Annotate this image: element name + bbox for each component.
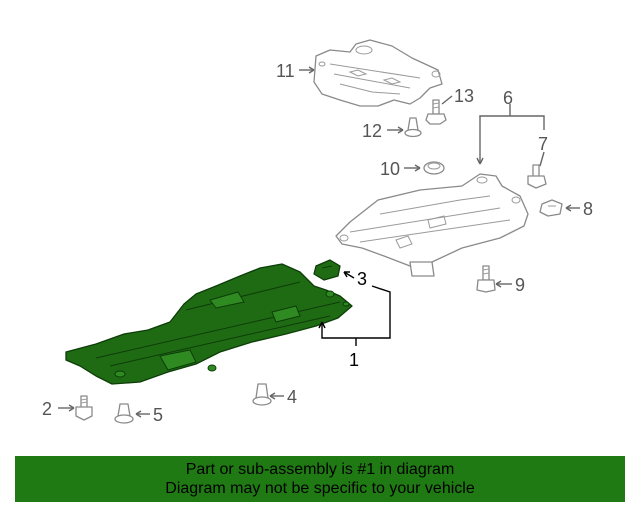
part-5-clip[interactable] xyxy=(114,403,134,424)
part-1-under-cover[interactable] xyxy=(65,263,353,385)
part-2-bolt[interactable] xyxy=(75,395,93,421)
callout-3: 3 xyxy=(357,269,367,289)
callout-5: 5 xyxy=(153,405,163,425)
part-4-clip[interactable] xyxy=(252,383,272,406)
leader-lines xyxy=(58,66,580,418)
callout-12: 12 xyxy=(362,121,382,141)
callout-1: 1 xyxy=(349,350,359,370)
part-8-clip[interactable] xyxy=(539,199,563,217)
callout-9: 9 xyxy=(515,275,525,295)
banner-line-2: Diagram may not be specific to your vehi… xyxy=(165,480,475,497)
info-banner: Part or sub-assembly is #1 in diagram Di… xyxy=(15,456,625,502)
part-9-bolt[interactable] xyxy=(476,265,496,293)
part-11-front-cover[interactable] xyxy=(313,39,443,107)
part-12-clip[interactable] xyxy=(404,117,422,138)
callout-6: 6 xyxy=(503,88,513,108)
callout-4: 4 xyxy=(287,387,297,407)
part-10-nut[interactable] xyxy=(423,161,445,175)
callout-8: 8 xyxy=(583,199,593,219)
callout-13: 13 xyxy=(454,86,474,106)
part-3-bracket[interactable] xyxy=(313,259,341,281)
part-7-bolt[interactable] xyxy=(527,164,547,189)
callout-2: 2 xyxy=(42,399,52,419)
parts-diagram: 11 13 12 10 6 7 8 9 3 1 2 5 4 xyxy=(42,39,593,425)
banner-line-1: Part or sub-assembly is #1 in diagram xyxy=(185,461,455,478)
callout-10: 10 xyxy=(380,159,400,179)
callout-11: 11 xyxy=(276,61,295,81)
part-6-rear-cover[interactable] xyxy=(335,173,529,277)
callout-7: 7 xyxy=(538,134,548,154)
part-13-bolt[interactable] xyxy=(425,99,447,125)
